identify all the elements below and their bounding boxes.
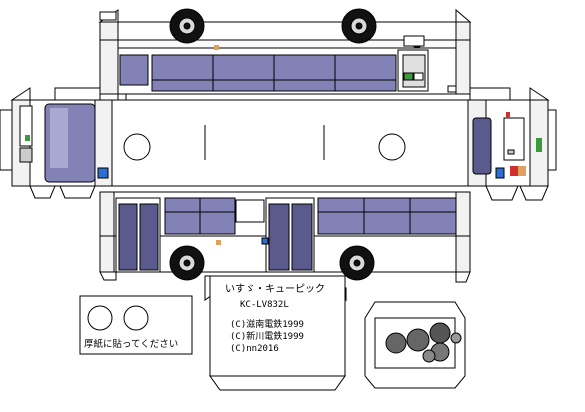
chassis-part [364, 301, 466, 389]
label-panel [204, 275, 347, 391]
wheel-bottom-rear [339, 245, 375, 281]
paste-note: 厚紙に貼ってください [84, 339, 179, 350]
credit-line-2: (C)新川電鉄1999 [230, 332, 304, 342]
bus-model: KC-LV832L [240, 300, 289, 310]
bus-title: いすゞ・キューピック [225, 284, 325, 295]
paste-card [79, 295, 193, 355]
roof-panel [111, 99, 469, 187]
side-panel-bottom [99, 191, 471, 283]
credit-line-1: (C)滋南電鉄1999 [230, 320, 304, 330]
wheel-bottom-front [169, 245, 205, 281]
credit-line-3: (C)nn2016 [230, 344, 279, 354]
wheel-top-rear [341, 8, 377, 44]
front-end-panel [0, 87, 113, 199]
side-panel-top [98, 8, 472, 101]
rear-end-panel [467, 87, 557, 201]
wheel-top-front [169, 8, 205, 44]
